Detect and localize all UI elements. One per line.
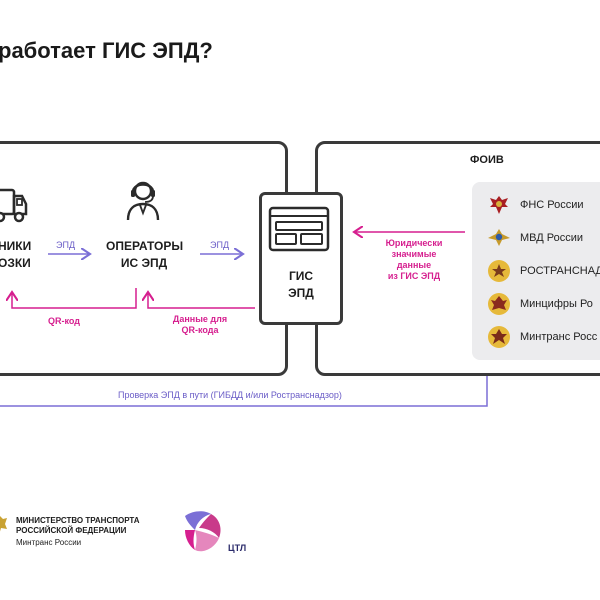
- emblem-gold-icon: [488, 259, 510, 282]
- carriers-label-line2: ОЗКИ: [0, 256, 31, 270]
- legal-data-label: Юридически значимые данные из ГИС ЭПД: [382, 238, 446, 282]
- ministry-label-line2: РОССИЙСКОЙ ФЕДЕРАЦИИ: [16, 526, 127, 535]
- agency-name-mintsifry: Минцифры Ро: [520, 297, 593, 310]
- agency-list: ФНС России МВД России РОСТРАНСНАД Минциф…: [472, 182, 600, 360]
- operators-label-line1: ОПЕРАТОРЫ: [106, 239, 184, 253]
- gis-label-line1: ГИС: [288, 269, 314, 283]
- qr-code-label: QR-код: [48, 316, 80, 326]
- operators-label-line2: ИС ЭПД: [120, 256, 168, 270]
- agency-item-rostransnadzor: РОСТРАНСНАД: [486, 254, 600, 287]
- gis-label-line2: ЭПД: [288, 286, 314, 300]
- legal-data-label-line1: Юридически: [385, 238, 443, 248]
- agency-item-mintrans: Минтранс Росс: [486, 320, 600, 353]
- epd-arrow-label-1: ЭПД: [56, 240, 76, 250]
- gis-label: ГИС ЭПД: [262, 268, 340, 302]
- agency-name-rostransnadzor: РОСТРАНСНАД: [520, 264, 600, 277]
- qr-data-label: Данные для QR-кода: [168, 314, 232, 336]
- foiv-header: ФОИВ: [470, 154, 504, 166]
- check-epd-line: [0, 376, 488, 407]
- qr-data-label-line1: Данные для: [172, 314, 228, 324]
- agency-name-mintrans: Минтранс Росс: [520, 330, 598, 343]
- emblem-gold-icon: [488, 325, 510, 348]
- ctl-label: ЦТЛ: [228, 543, 247, 553]
- emblem-mvd-icon: [488, 228, 510, 246]
- ministry-label-line3: Минтранс России: [16, 538, 82, 547]
- emblem-gold-icon: [488, 292, 510, 315]
- qr-data-label-line2: QR-кода: [181, 325, 219, 335]
- carriers-label-line1: НИКИ: [0, 239, 32, 253]
- agency-item-fns: ФНС России: [486, 188, 600, 221]
- epd-arrow-label-2: ЭПД: [210, 240, 230, 250]
- truck-icon: [0, 188, 28, 223]
- agency-name-fns: ФНС России: [520, 198, 584, 211]
- browser-window-icon: [268, 206, 330, 252]
- legal-data-label-line2: значимые: [391, 249, 437, 259]
- operator-headset-icon: [126, 181, 160, 221]
- agency-name-mvd: МВД России: [520, 231, 584, 244]
- carriers-label: НИКИ ОЗКИ: [0, 238, 31, 272]
- legal-data-label-line3: данные: [396, 260, 432, 270]
- agency-item-mintsifry: Минцифры Ро: [486, 287, 600, 320]
- emblem-eagle-icon: [490, 195, 508, 214]
- ministry-emblem-icon: [0, 516, 7, 532]
- slide-title: работает ГИС ЭПД?: [0, 38, 213, 63]
- check-epd-label: Проверка ЭПД в пути (ГИБДД и/или Ростран…: [118, 390, 342, 400]
- ctl-logo-icon: [185, 511, 221, 552]
- ministry-label-line1: МИНИСТЕРСТВО ТРАНСПОРТА: [16, 516, 140, 525]
- legal-data-label-line4: из ГИС ЭПД: [387, 271, 441, 281]
- agency-item-mvd: МВД России: [486, 221, 600, 254]
- qr-return-arrow: [12, 288, 137, 309]
- ministry-label: МИНИСТЕРСТВО ТРАНСПОРТА РОССИЙСКОЙ ФЕДЕР…: [16, 516, 140, 548]
- operators-label: ОПЕРАТОРЫ ИС ЭПД: [106, 238, 184, 272]
- qr-data-arrow: [148, 292, 255, 309]
